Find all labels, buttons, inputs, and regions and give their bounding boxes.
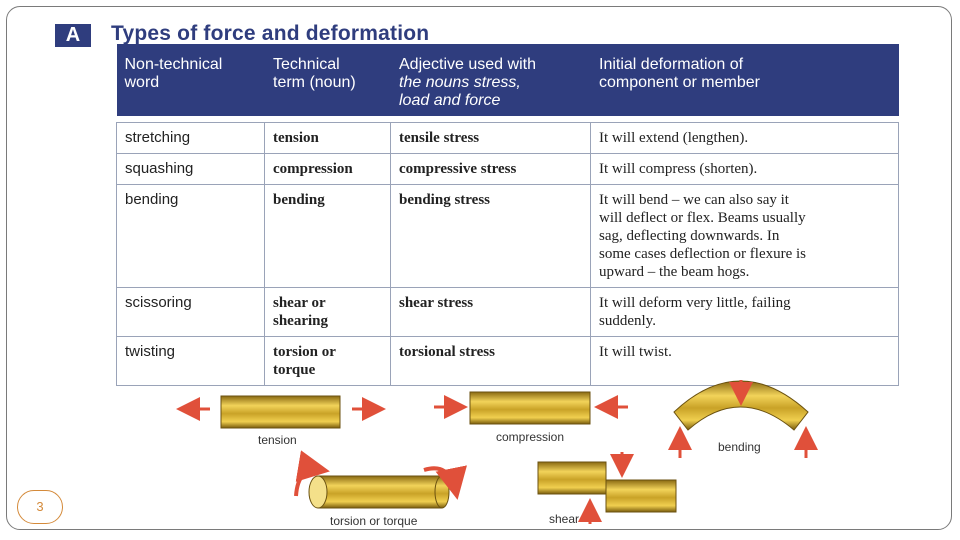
- header-technical-term: Technical term (noun): [264, 44, 391, 116]
- torsion-cylinder-far-end: [434, 475, 450, 509]
- deformation-line: It will compress (shorten).: [599, 161, 758, 177]
- deformation-line: It will extend (lengthen).: [599, 130, 749, 146]
- cell-adjective: bending stress: [390, 184, 591, 288]
- cell-term: compression: [264, 153, 391, 185]
- table-row: twisting torsion or torque torsional str…: [116, 336, 899, 386]
- deformation-line: It will bend – we can also say it: [599, 192, 789, 208]
- deformation-line: It will twist.: [599, 344, 672, 360]
- cell-word: scissoring: [116, 287, 265, 337]
- cell-term: bending: [264, 184, 391, 288]
- header-line: Non-technical: [124, 56, 223, 73]
- deformation-line: some cases deflection or flexure is: [599, 246, 807, 262]
- compression-caption: compression: [496, 430, 564, 444]
- shear-block-right: [605, 479, 677, 513]
- shear-diagram: shear: [537, 452, 677, 526]
- cell-adjective: shear stress: [390, 287, 591, 337]
- term-line: torque: [273, 362, 316, 378]
- page-title: Types of force and deformation: [111, 22, 430, 45]
- cell-word: bending: [116, 184, 265, 288]
- cell-deformation: It will deform very little, failing sudd…: [590, 287, 899, 337]
- cell-term: tension: [264, 122, 391, 154]
- deformation-line: sag, deflecting downwards. In: [599, 228, 780, 244]
- cell-deformation: It will compress (shorten).: [590, 153, 899, 185]
- header-line: the nouns stress,: [399, 74, 521, 91]
- cell-word: twisting: [116, 336, 265, 386]
- header-initial-deformation: Initial deformation of component or memb…: [590, 44, 899, 116]
- table-header-row: Non-technical word Technical term (noun)…: [116, 44, 899, 116]
- section-letter-badge: A: [55, 24, 91, 47]
- torsion-caption: torsion or torque: [330, 514, 418, 528]
- cell-word: squashing: [116, 153, 265, 185]
- header-line: word: [124, 74, 160, 91]
- table-row: stretching tension tensile stress It wil…: [116, 122, 899, 154]
- torsion-arrow-left: [294, 450, 330, 497]
- cell-deformation: It will twist.: [590, 336, 899, 386]
- table-row: scissoring shear or shearing shear stres…: [116, 287, 899, 337]
- cell-term: torsion or torque: [264, 336, 391, 386]
- tension-beam: [220, 395, 341, 429]
- header-line: component or member: [599, 74, 760, 91]
- table-row: squashing compression compressive stress…: [116, 153, 899, 185]
- term-line: shearing: [273, 313, 329, 329]
- shear-block-left: [537, 461, 607, 495]
- header-adjective: Adjective used with the nouns stress, lo…: [390, 44, 591, 116]
- header-line: load and force: [399, 92, 501, 109]
- bending-caption: bending: [718, 440, 761, 454]
- torsion-cylinder: [317, 475, 443, 509]
- bending-diagram: bending: [668, 380, 818, 458]
- term-line: shear or: [273, 295, 326, 311]
- deformation-line: suddenly.: [599, 313, 656, 329]
- tension-diagram: tension: [176, 395, 386, 447]
- torsion-cylinder-end: [308, 475, 328, 509]
- term-line: torsion or: [273, 344, 336, 360]
- header-line: term (noun): [273, 74, 356, 91]
- page-number: 3: [17, 490, 63, 524]
- torsion-arrow-right: [423, 465, 467, 500]
- cell-deformation: It will extend (lengthen).: [590, 122, 899, 154]
- deformation-line: It will deform very little, failing: [599, 295, 791, 311]
- header-non-technical-word: Non-technical word: [116, 44, 265, 116]
- compression-diagram: compression: [434, 391, 628, 444]
- cell-adjective: torsional stress: [390, 336, 591, 386]
- shear-caption: shear: [549, 512, 579, 526]
- header-line: Technical: [273, 56, 340, 73]
- force-table: Non-technical word Technical term (noun)…: [116, 44, 899, 386]
- deformation-line: upward – the beam hogs.: [599, 264, 750, 280]
- header-line: Adjective used with: [399, 56, 536, 73]
- compression-beam: [469, 391, 591, 425]
- deformation-line: will deflect or flex. Beams usually: [599, 210, 806, 226]
- cell-deformation: It will bend – we can also say it will d…: [590, 184, 899, 288]
- tension-caption: tension: [258, 433, 297, 447]
- slide-frame: [6, 6, 952, 530]
- header-line: Initial deformation of: [599, 56, 744, 73]
- torsion-diagram: torsion or torque: [294, 450, 467, 528]
- table-row: bending bending bending stress It will b…: [116, 184, 899, 288]
